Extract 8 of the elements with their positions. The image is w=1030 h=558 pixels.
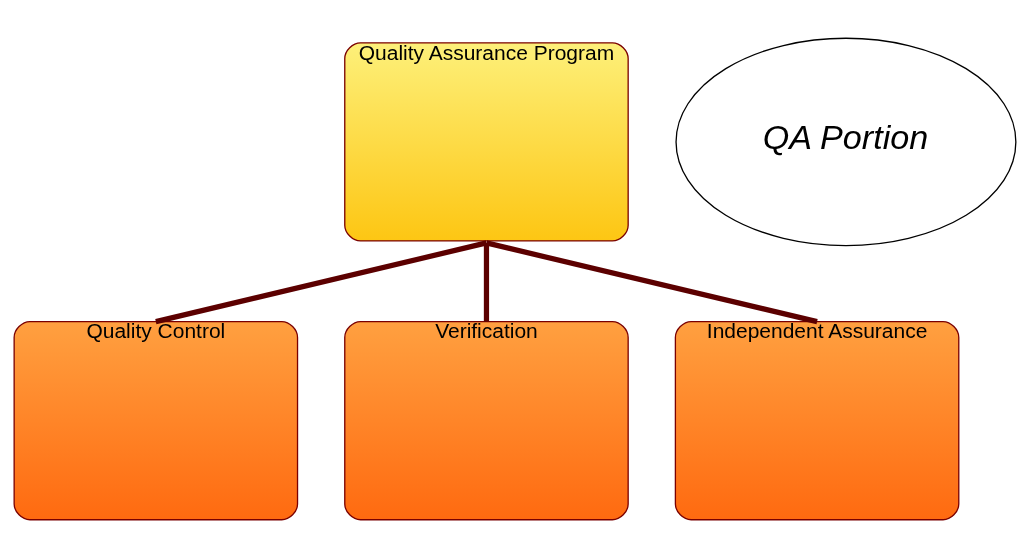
node-box: Quality Assurance Program <box>344 42 629 242</box>
node-box: Quality Control <box>13 321 299 521</box>
node-box: Independent Assurance <box>674 321 960 521</box>
node-ellipse: QA Portion <box>675 37 1017 247</box>
connector <box>155 240 488 325</box>
connector <box>483 242 490 322</box>
connector <box>485 240 818 325</box>
node-box: Verification <box>344 321 629 521</box>
